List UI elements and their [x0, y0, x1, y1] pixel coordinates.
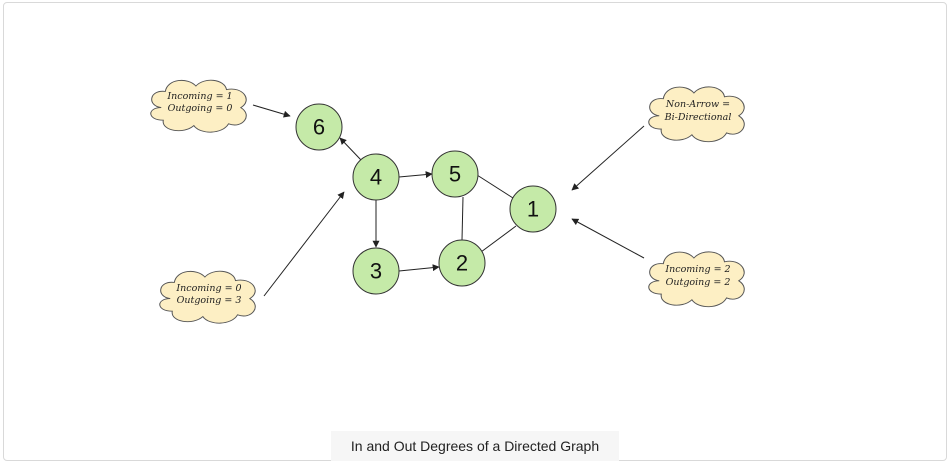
- node-5: 5: [431, 150, 479, 198]
- node-3-label: 3: [370, 259, 382, 284]
- node-6: 6: [295, 103, 343, 151]
- node-1: 1: [509, 185, 557, 233]
- figure-caption: In and Out Degrees of a Directed Graph: [331, 431, 619, 461]
- cloud-bottom-right-line2: Outgoing = 2: [666, 277, 731, 288]
- node-2: 2: [438, 239, 486, 287]
- cloud-top-left-line1: Incoming = 1: [166, 91, 232, 102]
- annotation-arrow-top-right: [571, 125, 645, 191]
- figure-frame: [3, 2, 947, 461]
- node-3: 3: [352, 247, 400, 295]
- annotation-arrow-bottom-right: [571, 218, 645, 259]
- cloud-bottom-right-line1: Incoming = 2: [664, 264, 730, 275]
- annotation-arrow-top-left: [252, 104, 291, 118]
- edge-4-to-5: [398, 171, 433, 179]
- annotation-arrow-bottom-left: [263, 191, 345, 297]
- edge-3-to-2: [398, 264, 440, 272]
- cloud-top-right-line2: Bi-Directional: [664, 112, 732, 123]
- cloud-top-right-line1: Non-Arrow =: [665, 99, 730, 110]
- node-4: 4: [352, 153, 400, 201]
- node-1-label: 1: [527, 197, 539, 222]
- edge-5-2: [461, 196, 464, 241]
- edge-4-to-6: [339, 137, 362, 161]
- node-5-label: 5: [449, 162, 461, 187]
- edge-2-1: [480, 225, 517, 253]
- cloud-top-left-line2: Outgoing = 0: [168, 103, 233, 114]
- cloud-bottom-left-line2: Outgoing = 3: [177, 295, 242, 306]
- edge-5-1: [476, 174, 514, 199]
- node-2-label: 2: [456, 251, 468, 276]
- node-6-label: 6: [313, 115, 325, 140]
- node-4-label: 4: [370, 165, 382, 190]
- cloud-bottom-left-line1: Incoming = 0: [175, 283, 241, 294]
